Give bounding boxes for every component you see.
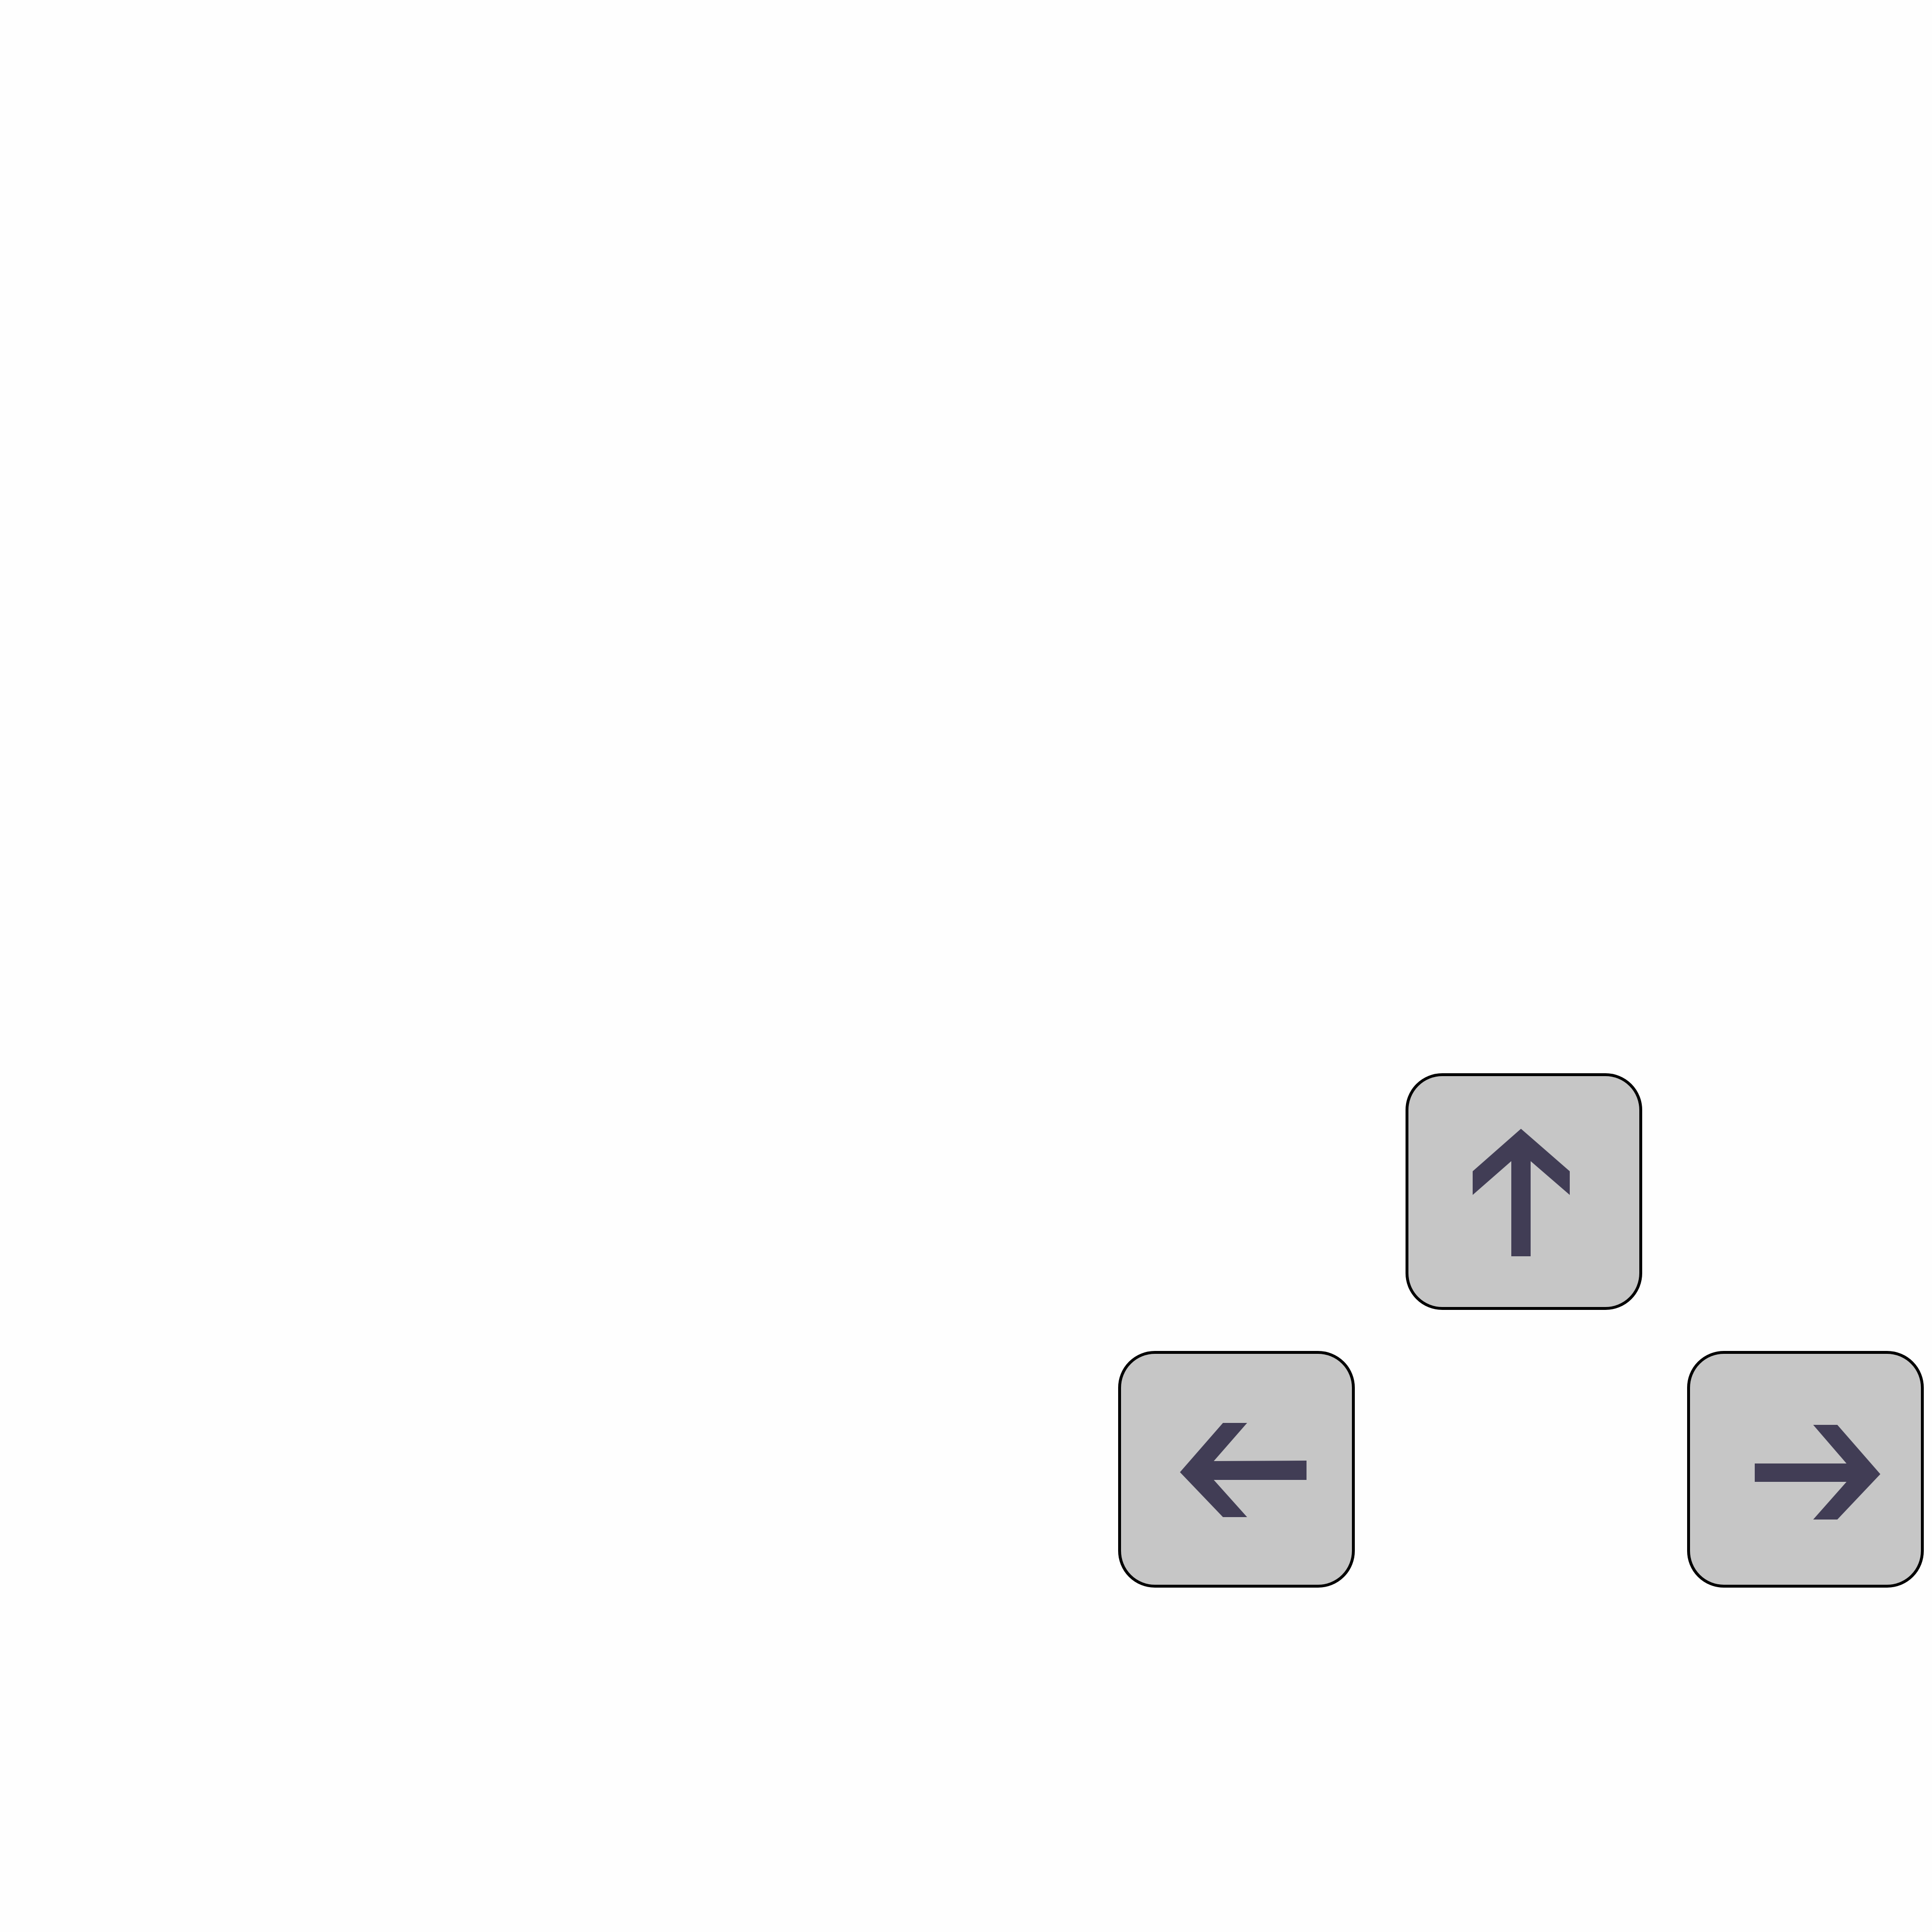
arrow-up-icon (1473, 1129, 1570, 1256)
right-arrow-key[interactable] (1687, 1351, 1924, 1588)
left-arrow-key[interactable] (1118, 1351, 1355, 1588)
arrow-left-icon (1180, 1423, 1307, 1517)
arrow-right-icon (1755, 1425, 1880, 1520)
up-arrow-key[interactable] (1406, 1073, 1642, 1310)
